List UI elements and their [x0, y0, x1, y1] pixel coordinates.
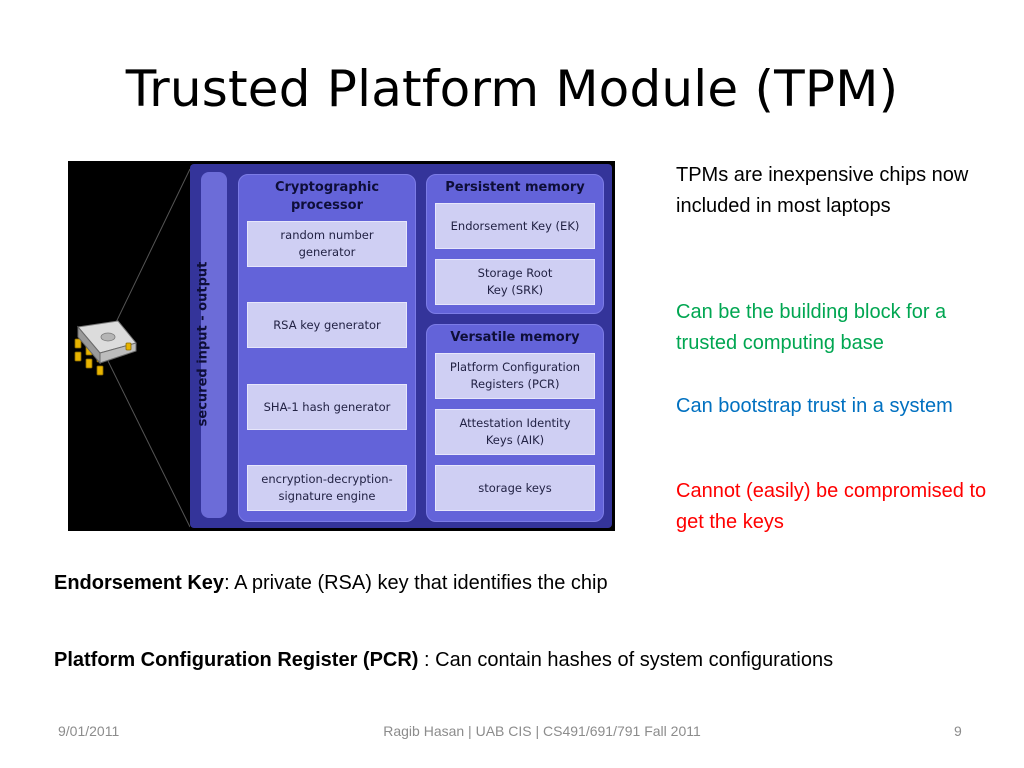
definition-term: Endorsement Key — [54, 572, 225, 594]
slide-title: Trusted Platform Module (TPM) — [125, 60, 899, 118]
definition-endorsement-key: Endorsement Key: A private (RSA) key tha… — [54, 572, 608, 595]
storage-keys-box: storage keys — [435, 465, 595, 511]
bullet-text: TPMs are inexpensive chips now included … — [676, 164, 969, 217]
rsa-keygen-box: RSA key generator — [247, 302, 407, 348]
aik-box: Attestation Identity Keys (AIK) — [435, 409, 595, 455]
storage-root-key-box: Storage Root Key (SRK) — [435, 259, 595, 305]
bullet-text: Can be the building block for a trusted … — [676, 301, 947, 354]
versatile-memory-panel: Versatile memory Platform Configuration … — [426, 324, 604, 522]
bullet-text: Cannot (easily) be compromised to get th… — [676, 480, 987, 533]
bullet-text: Can bootstrap trust in a system — [676, 395, 953, 417]
definition-text: : A private (RSA) key that identifies th… — [224, 572, 608, 594]
definition-term: Platform Configuration Register (PCR) — [54, 649, 419, 671]
definition-text: : Can contain hashes of system configura… — [418, 649, 834, 671]
footer-center: Ragib Hasan | UAB CIS | CS491/691/791 Fa… — [383, 723, 701, 739]
chip-icon — [74, 320, 137, 376]
chip-area — [68, 161, 190, 531]
endorsement-key-box: Endorsement Key (EK) — [435, 203, 595, 249]
pcr-box: Platform Configuration Registers (PCR) — [435, 353, 595, 399]
definition-pcr: Platform Configuration Register (PCR) : … — [54, 649, 833, 672]
io-label: secured input - output — [195, 261, 211, 427]
page-number: 9 — [954, 723, 962, 739]
rng-box: random number generator — [247, 221, 407, 267]
tpm-module: secured input - output Cryptographic pro… — [190, 164, 612, 528]
sha1-box: SHA-1 hash generator — [247, 384, 407, 430]
persistent-memory-panel: Persistent memory Endorsement Key (EK) S… — [426, 174, 604, 314]
persistent-memory-title: Persistent memory — [445, 180, 585, 195]
encryption-engine-box: encryption-decryption- signature engine — [247, 465, 407, 511]
connector-lines — [107, 168, 190, 528]
versatile-memory-title: Versatile memory — [450, 330, 580, 345]
crypto-processor-panel: Cryptographic processor random number ge… — [238, 174, 416, 522]
secured-io-bar — [201, 172, 227, 518]
footer-date: 9/01/2011 — [58, 723, 120, 739]
crypto-processor-title: Cryptographic processor — [274, 180, 380, 213]
tpm-diagram: secured input - output Cryptographic pro… — [68, 161, 615, 531]
